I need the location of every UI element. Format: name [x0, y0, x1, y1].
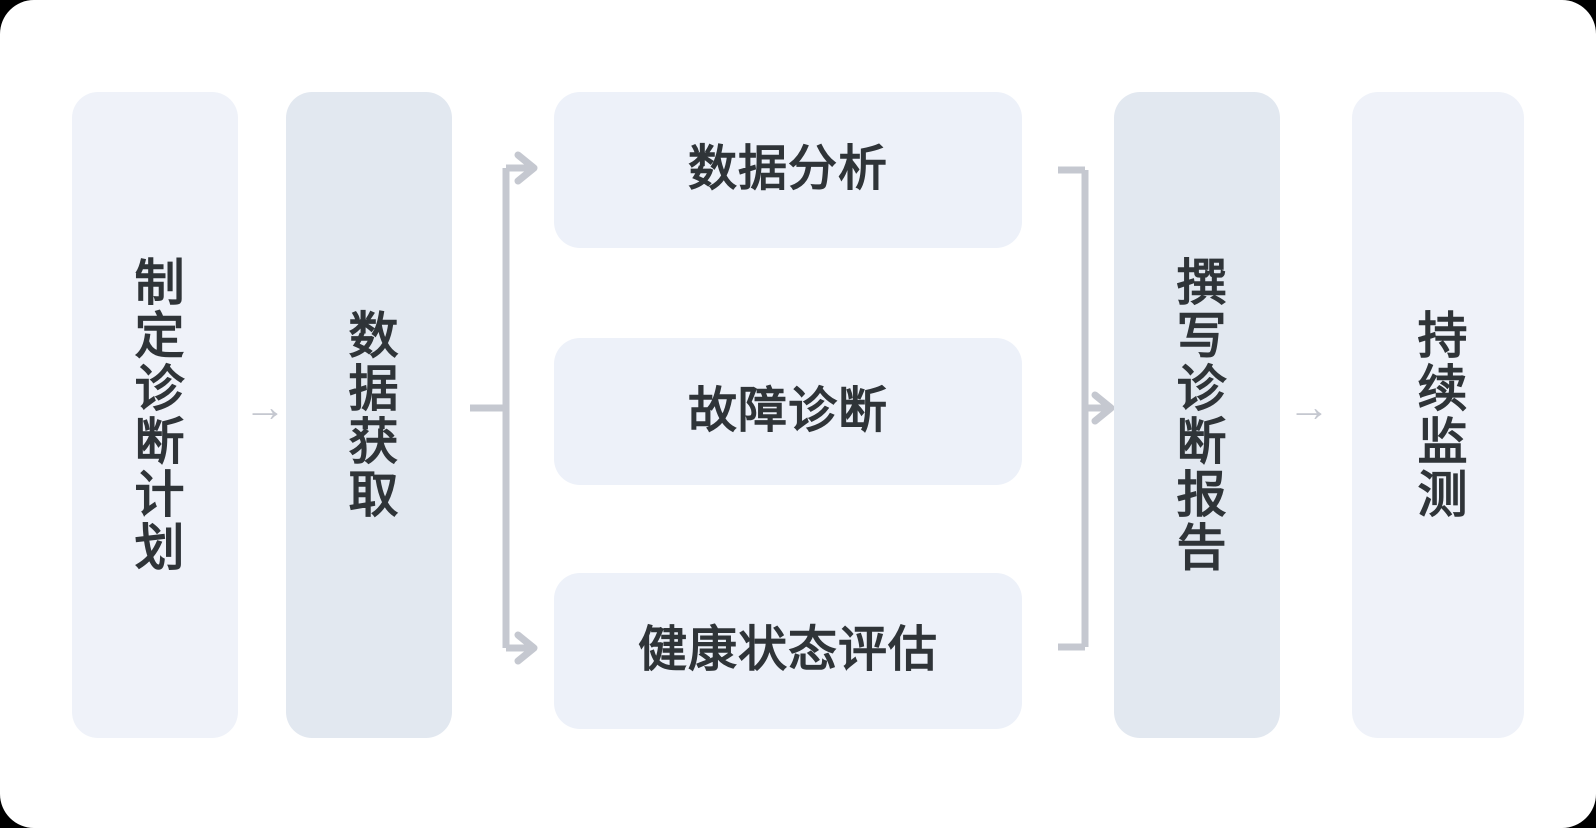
node-health-label: 健康状态评估	[638, 623, 938, 678]
node-analysis-label: 数据分析	[688, 142, 888, 197]
node-report-label: 撰写诊断报告	[1169, 256, 1226, 574]
node-monitor[interactable]: 持续监测	[1352, 92, 1524, 738]
arrowhead-acquire-analysis	[514, 151, 538, 185]
node-acquire-label: 数据获取	[341, 309, 398, 521]
node-plan[interactable]: 制定诊断计划	[72, 92, 238, 738]
node-acquire[interactable]: 数据获取	[286, 92, 452, 738]
node-plan-label: 制定诊断计划	[127, 256, 184, 574]
arrow-right-icon-report-monitor: →	[1288, 383, 1330, 430]
arrow-right-icon-plan-acquire: →	[244, 383, 286, 430]
node-report[interactable]: 撰写诊断报告	[1114, 92, 1280, 738]
node-health[interactable]: 健康状态评估	[554, 573, 1022, 729]
node-fault-label: 故障诊断	[688, 383, 888, 438]
arrowhead-merge-report	[1091, 391, 1115, 425]
node-analysis[interactable]: 数据分析	[554, 92, 1022, 248]
node-monitor-label: 持续监测	[1410, 309, 1467, 521]
node-fault[interactable]: 故障诊断	[554, 338, 1022, 485]
arrowhead-acquire-health	[514, 631, 538, 665]
